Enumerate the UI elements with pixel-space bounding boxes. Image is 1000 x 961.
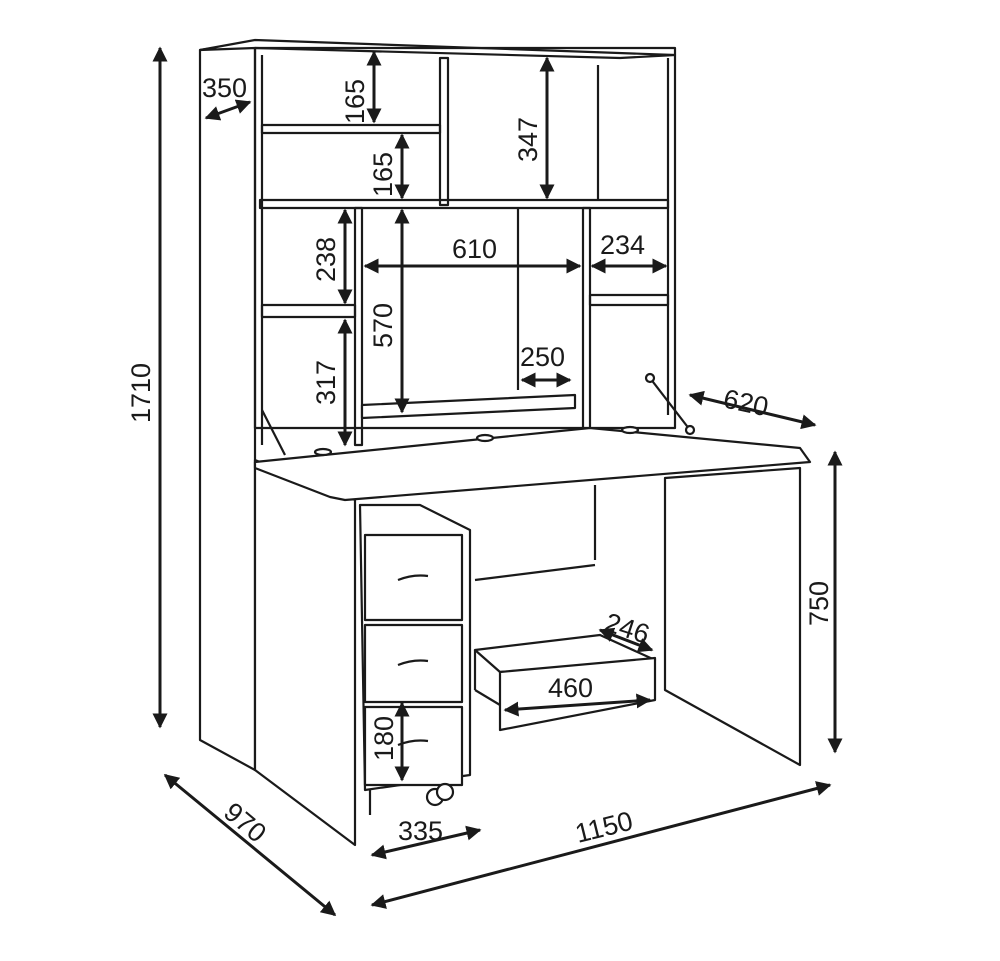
desktop <box>253 425 812 502</box>
dim-left-upper-niche: 238 <box>311 237 341 282</box>
dim-total-height: 1710 <box>126 363 156 423</box>
dim-center-width: 610 <box>452 234 497 264</box>
dim-mid-left-shelf: 165 <box>368 152 398 197</box>
hutch <box>198 38 696 456</box>
dim-total-width: 1150 <box>572 806 636 849</box>
dim-tray-width: 460 <box>548 673 593 703</box>
right-leg <box>593 466 802 767</box>
dim-right-niche-width: 234 <box>600 230 645 260</box>
dim-top-right-compartment: 347 <box>513 117 543 162</box>
left-side-panel <box>198 40 357 847</box>
dim-left-lower-niche: 317 <box>311 360 341 405</box>
dim-shelf-depth: 250 <box>520 342 565 372</box>
dim-pedestal-width: 335 <box>398 816 443 846</box>
dim-desk-depth: 620 <box>721 384 771 423</box>
dim-center-height: 570 <box>368 303 398 348</box>
dim-desk-height: 750 <box>804 581 834 626</box>
dimension-lines <box>152 46 843 917</box>
dim-top-left-shelf: 165 <box>340 79 370 124</box>
drawer-pedestal <box>358 503 472 815</box>
dim-drawer-height: 180 <box>369 716 399 761</box>
dim-total-depth: 970 <box>218 797 272 849</box>
dim-hutch-depth: 350 <box>202 73 247 103</box>
